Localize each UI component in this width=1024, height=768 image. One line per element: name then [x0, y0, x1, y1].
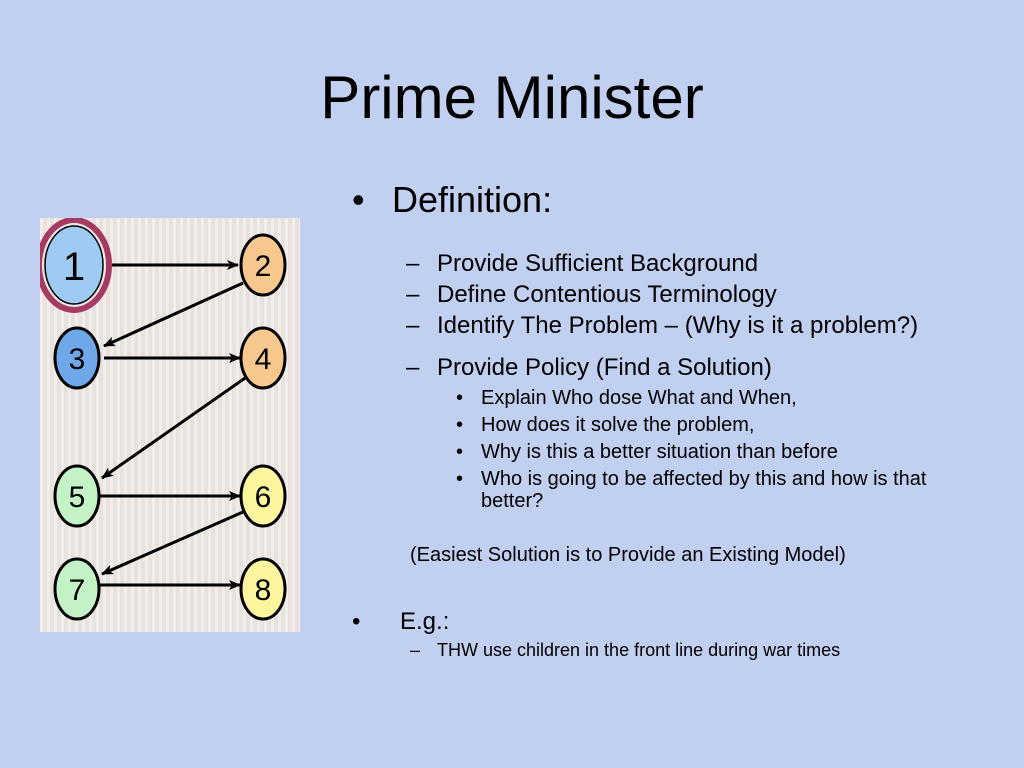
bullet-dot: • — [456, 414, 464, 436]
dash: – — [406, 312, 420, 339]
bullet-dot: • — [456, 468, 464, 490]
node-1-label: 1 — [63, 245, 85, 289]
dash: – — [406, 281, 420, 308]
speaking-order-diagram: 1 2 3 4 5 6 7 8 — [40, 218, 300, 632]
node-7-label: 7 — [69, 574, 86, 607]
node-2: 2 — [239, 233, 287, 297]
node-5-label: 5 — [69, 481, 86, 514]
sub-item-terminology: Define Contentious Terminology — [437, 281, 777, 308]
sub-item-policy: Provide Policy (Find a Solution) — [437, 354, 772, 381]
policy-item-how: How does it solve the problem, — [481, 414, 755, 436]
sub-item-background: Provide Sufficient Background — [437, 250, 759, 277]
arrow-2-to-3 — [103, 281, 244, 348]
policy-item-why: Why is this a better situation than befo… — [481, 441, 838, 463]
node-6: 6 — [239, 464, 287, 528]
arrow-4-to-5 — [101, 374, 249, 480]
policy-item-who: Explain Who dose What and When, — [481, 387, 797, 409]
node-8: 8 — [239, 557, 287, 621]
slide-title: Prime Minister — [320, 64, 704, 131]
node-2-label: 2 — [255, 250, 272, 283]
example-heading: E.g.: — [400, 608, 450, 635]
bullet-dot: • — [456, 387, 464, 409]
arrow-6-to-7 — [101, 510, 244, 576]
bullet-dot: • — [456, 441, 464, 463]
node-6-label: 6 — [255, 481, 272, 514]
bullet-dot: • — [352, 179, 365, 220]
dash: – — [406, 250, 420, 277]
node-5: 5 — [53, 464, 101, 528]
policy-item-affected: Who is going to be affected by this and … — [481, 468, 927, 512]
sub-item-problem: Identify The Problem – (Why is it a prob… — [437, 312, 919, 339]
node-3-label: 3 — [69, 343, 86, 376]
bullet-dot: • — [352, 608, 361, 635]
definition-heading: Definition: — [392, 179, 553, 220]
node-7: 7 — [53, 557, 101, 621]
node-1: 1 — [40, 218, 112, 313]
diagram-svg: 1 2 3 4 5 6 7 8 — [40, 218, 287, 621]
dash: – — [406, 354, 420, 381]
node-3: 3 — [53, 326, 101, 390]
dash: – — [410, 640, 421, 660]
model-note: (Easiest Solution is to Provide an Exist… — [410, 544, 846, 566]
node-8-label: 8 — [255, 574, 272, 607]
example-item: THW use children in the front line durin… — [437, 640, 841, 660]
node-4: 4 — [239, 326, 287, 390]
node-4-label: 4 — [255, 343, 272, 376]
